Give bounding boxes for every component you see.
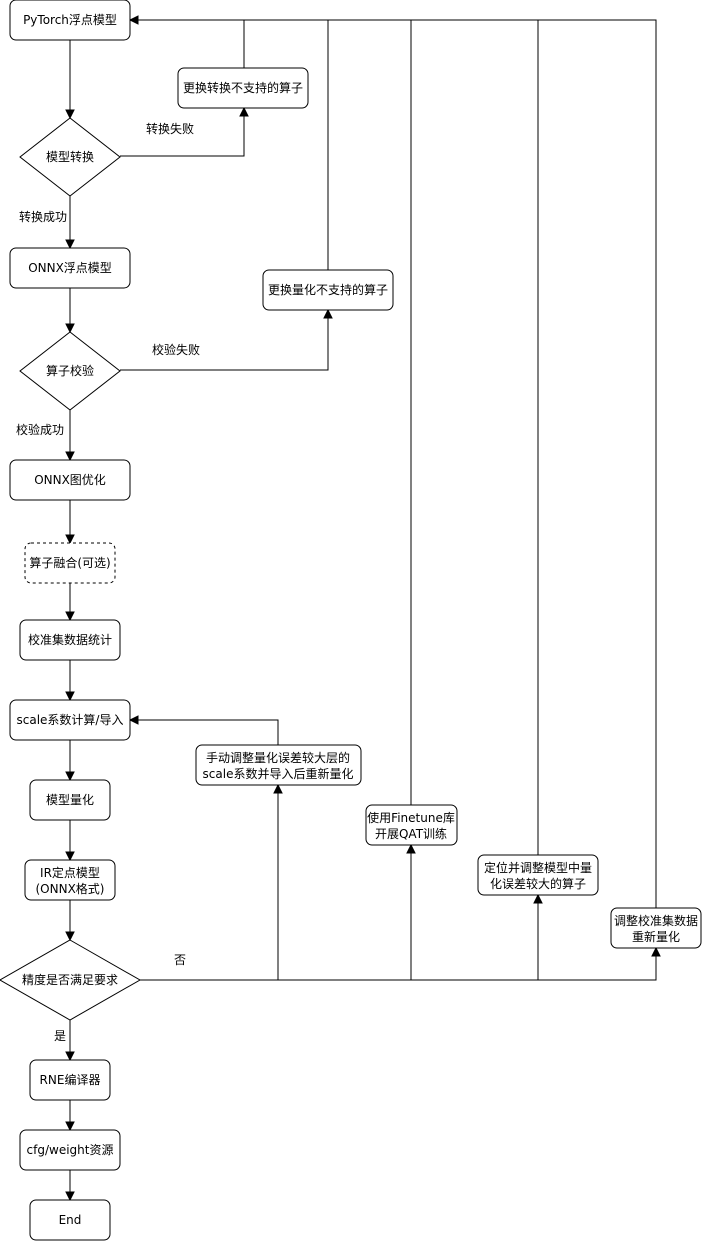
edge-check-failed: [120, 318, 329, 371]
node-label: RNE编译器: [40, 1072, 101, 1087]
edge-label-conversion-success: 转换成功: [19, 209, 67, 224]
node-label-line1: 使用Finetune库: [367, 810, 455, 825]
arrowhead: [406, 843, 416, 854]
node-label: scale系数计算/导入: [17, 712, 124, 727]
node-label-line1: 手动调整量化误差较大层的: [206, 750, 350, 765]
arrowhead: [65, 1121, 75, 1132]
node-label-line1: 调整校准集数据: [614, 913, 698, 928]
arrowhead: [65, 109, 75, 120]
node-label: 更换转换不支持的算子: [183, 80, 303, 95]
arrowhead: [65, 451, 75, 462]
edge-label-no: 否: [174, 953, 186, 967]
node-label: End: [59, 1213, 82, 1227]
node-label-line2: (ONNX格式): [36, 881, 105, 896]
node-locate-ops[interactable]: 定位并调整模型中量 化误差较大的算子: [477, 854, 599, 896]
arrowhead: [65, 239, 75, 250]
node-onnx-graph-opt[interactable]: ONNX图优化: [9, 459, 131, 501]
arrowhead: [273, 783, 283, 794]
node-label: 算子校验: [46, 363, 94, 378]
node-model-conversion[interactable]: 模型转换: [19, 117, 121, 197]
node-manual-scale[interactable]: 手动调整量化误差较大层的 scale系数并导入后重新量化: [195, 744, 362, 786]
node-label: 算子融合(可选): [29, 555, 110, 570]
node-label: cfg/weight资源: [27, 1143, 114, 1157]
arrowhead: [323, 308, 333, 319]
node-pytorch-model[interactable]: PyTorch浮点模型: [9, 0, 131, 41]
node-label: PyTorch浮点模型: [23, 13, 117, 27]
edge-label-yes: 是: [54, 1029, 66, 1043]
node-cfg-weight[interactable]: cfg/weight资源: [19, 1129, 121, 1171]
edge-label-conversion-failed: 转换失败: [146, 121, 194, 136]
edge-label-check-failed: 校验失败: [152, 342, 200, 357]
arrowhead: [239, 106, 249, 117]
arrowhead: [65, 1051, 75, 1062]
node-label: 模型转换: [46, 149, 94, 164]
arrowhead: [65, 323, 75, 334]
node-label-line1: IR定点模型: [40, 865, 100, 880]
node-ir-model[interactable]: IR定点模型 (ONNX格式): [24, 859, 116, 901]
node-label: ONNX图优化: [34, 473, 106, 487]
arrowhead: [128, 715, 139, 725]
node-label-line2: 化误差较大的算子: [490, 876, 586, 891]
node-label: 精度是否满足要求: [22, 972, 118, 987]
node-op-fusion[interactable]: 算子融合(可选): [24, 542, 116, 584]
node-label: 模型量化: [46, 793, 94, 807]
node-label-line2: 开展QAT训练: [375, 826, 447, 841]
node-finetune[interactable]: 使用Finetune库 开展QAT训练: [365, 804, 458, 846]
arrowhead: [533, 893, 543, 904]
arrowhead: [65, 534, 75, 545]
node-label-line2: scale系数并导入后重新量化: [203, 766, 354, 781]
arrowhead: [65, 691, 75, 702]
arrowhead: [65, 611, 75, 622]
edge-manual-to-scale: [137, 719, 279, 745]
edge-feedback-top: [137, 19, 657, 910]
arrowhead: [651, 946, 661, 957]
node-calib-stats[interactable]: 校准集数据统计: [19, 619, 121, 661]
node-onnx-float-model[interactable]: ONNX浮点模型: [9, 247, 131, 289]
arrowhead: [65, 771, 75, 782]
node-replace-quant-ops[interactable]: 更换量化不支持的算子: [262, 269, 394, 311]
node-scale-compute[interactable]: scale系数计算/导入: [9, 699, 131, 741]
node-model-quant[interactable]: 模型量化: [29, 779, 111, 821]
node-label: 更换量化不支持的算子: [268, 282, 388, 297]
edge-conversion-failed: [120, 116, 245, 157]
edge-label-check-success: 校验成功: [16, 422, 64, 437]
node-replace-conversion-ops[interactable]: 更换转换不支持的算子: [177, 67, 309, 109]
arrowhead: [128, 15, 139, 25]
arrowhead: [65, 851, 75, 862]
arrowhead: [65, 1191, 75, 1202]
node-op-check[interactable]: 算子校验: [19, 331, 121, 411]
node-label-line2: 重新量化: [632, 929, 680, 944]
node-rne-compiler[interactable]: RNE编译器: [29, 1059, 111, 1101]
node-accuracy-check[interactable]: 精度是否满足要求: [0, 939, 142, 1021]
node-label: 校准集数据统计: [28, 632, 112, 647]
node-adjust-calib[interactable]: 调整校准集数据 重新量化: [610, 907, 702, 949]
arrowhead: [65, 931, 75, 942]
edge-accuracy-no: [140, 956, 657, 981]
node-label: ONNX浮点模型: [28, 261, 112, 275]
node-end[interactable]: End: [29, 1199, 111, 1241]
node-label-line1: 定位并调整模型中量: [484, 860, 592, 875]
